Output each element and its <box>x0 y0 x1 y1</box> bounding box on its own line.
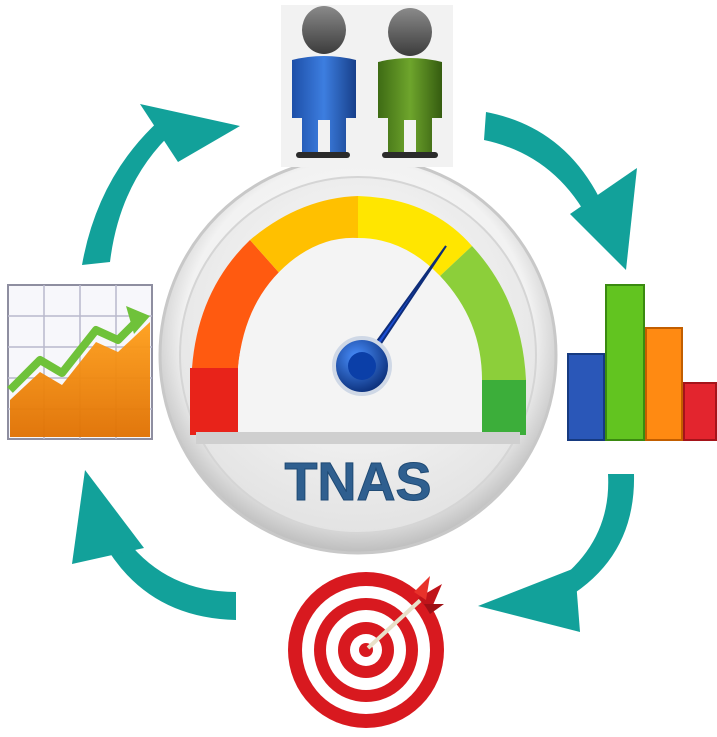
person-green-icon <box>378 8 442 158</box>
arrow-right-to-bottom <box>478 474 635 632</box>
gauge-divider <box>196 432 520 444</box>
gauge-needle <box>332 245 447 396</box>
bar-orange <box>645 327 683 441</box>
arrow-left-to-top <box>82 104 240 265</box>
bar-chart-icon <box>567 284 717 441</box>
center-label: TNAS <box>285 452 432 512</box>
cycle-arrows <box>72 104 637 632</box>
dart-icon <box>366 576 444 650</box>
bar-green <box>605 284 645 441</box>
arrow-top-to-right <box>484 112 637 270</box>
person-blue-icon <box>292 6 356 158</box>
bar-red <box>683 382 717 441</box>
speedometer-icon: TNAS <box>158 155 558 555</box>
target-icon <box>288 572 444 728</box>
line-chart-icon <box>7 284 153 440</box>
arrow-bottom-to-left <box>72 470 236 620</box>
people-icon <box>281 5 453 167</box>
bar-blue <box>567 353 605 441</box>
